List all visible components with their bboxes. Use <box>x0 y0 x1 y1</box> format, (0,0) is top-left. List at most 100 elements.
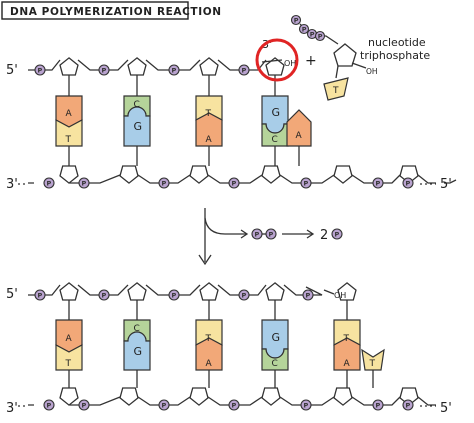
ntp-phosphate-2-label: P <box>302 25 307 33</box>
product-base-1-lower-letter: T <box>65 359 72 369</box>
ntp-oh-bond <box>351 62 367 69</box>
top-base-3-upper-letter: T <box>205 109 212 119</box>
product-lower-phosphate-2-label: P <box>82 402 87 410</box>
product-lower-sugar-5 <box>333 387 353 406</box>
top-lower-phosphate-6 <box>372 177 384 189</box>
oh-bond <box>261 59 283 63</box>
product-base-3-upper-letter: T <box>205 334 212 344</box>
product-lower-phosphate-6 <box>372 399 384 411</box>
product-upper-phosphate-2 <box>98 289 110 301</box>
top-upper-phosphate-4-label: P <box>242 67 247 75</box>
byproduct-p1-label: P <box>255 231 260 239</box>
product-lower-phosphate-3 <box>158 399 170 411</box>
plus-sign: + <box>305 53 317 69</box>
top-strand-backbone <box>28 59 267 71</box>
product-oh-label: OH <box>334 291 346 300</box>
product-base-4-upper-letter: G <box>272 331 281 344</box>
top-lower-phosphate-5 <box>300 177 312 189</box>
product-upper-sugar-1 <box>59 282 79 301</box>
top-upper-sugar-1 <box>59 57 79 76</box>
product-upper-phosphate-5 <box>302 289 314 301</box>
product-3prime-label: 3' <box>6 401 18 416</box>
ntp-phosphate-4-label: P <box>318 32 323 40</box>
product-lower-phosphate-1 <box>43 399 55 411</box>
top-3prime-label: 3' <box>6 177 18 192</box>
top-lower-phosphate-2-label: P <box>82 180 87 188</box>
ntp-phosphate-1-label: P <box>294 16 299 24</box>
product-5prime-right-label: 5' <box>440 401 452 416</box>
product-lower-phosphate-6-label: P <box>376 402 381 410</box>
top-base-3-lower-letter: A <box>206 135 213 145</box>
top-lower-sugar-1 <box>59 165 79 184</box>
product-base-2-upper-letter: C <box>134 324 140 334</box>
byproduct-count: 2 <box>320 228 328 243</box>
top-lower-phosphate-1-label: P <box>47 180 52 188</box>
top-upper-sugar-3 <box>199 57 219 76</box>
product-upper-sugars <box>59 282 357 320</box>
diagram-title: DNA POLYMERIZATION REACTION <box>1 1 222 20</box>
byproduct-arrow-shaft <box>204 217 246 235</box>
product-lower-sugar-4 <box>261 387 281 406</box>
top-lower-phosphate-7 <box>402 177 414 189</box>
product-oh-bond <box>323 289 335 295</box>
product-upper-phosphate-4 <box>238 289 250 301</box>
top-upper-phosphate-4 <box>238 64 250 76</box>
product-lower-phosphate-7-label: P <box>406 402 411 410</box>
product-base-3-lower <box>195 337 223 371</box>
product-base-1-lower <box>55 343 83 371</box>
ntp-phosphate-2 <box>298 23 310 35</box>
bottom-strands <box>28 284 436 406</box>
product-upper-phosphate-1 <box>34 289 46 301</box>
ntp-sugar <box>333 43 357 67</box>
product-lower-sugar-1 <box>59 387 79 406</box>
top-base-4-upper-letter: G <box>272 106 281 119</box>
product-lower-phosphate-7 <box>402 399 414 411</box>
byproduct-p2-label: P <box>269 231 274 239</box>
top-base-1-upper-letter: A <box>66 109 73 119</box>
nucleotide-label-line1: nucleotide <box>368 36 426 49</box>
top-lower-phosphate-5-label: P <box>304 180 309 188</box>
top-lower-sugar-4 <box>261 165 281 184</box>
product-upper-phosphate-3-label: P <box>172 292 177 300</box>
product-base-4-lower <box>261 348 289 371</box>
top-upper-phosphate-1 <box>34 64 46 76</box>
top-base-1-lower <box>55 118 83 147</box>
product-lower-phosphate-3-label: P <box>162 402 167 410</box>
nucleotide-label-line2: triphosphate <box>360 49 430 62</box>
top-lower-phosphate-2 <box>78 177 90 189</box>
product-top-backbone <box>28 284 323 296</box>
product-upper-phosphate-4-label: P <box>242 292 247 300</box>
main-arrow-head <box>198 254 212 266</box>
ntp-base-bond <box>335 65 339 79</box>
product-lower-phosphate-2 <box>78 399 90 411</box>
product-base-5-lower-letter: A <box>344 359 351 369</box>
top-upper-sugars <box>59 57 285 96</box>
top-base-1-lower-letter: T <box>65 135 72 145</box>
product-base-3-lower-letter: A <box>206 359 213 369</box>
growing-3prime-end: 3' OH <box>255 38 299 82</box>
top-upper-phosphate-3 <box>168 64 180 76</box>
product-upper-phosphate-3 <box>168 289 180 301</box>
top-base-2-lower-letter: G <box>134 120 143 133</box>
end-oh-label: OH <box>284 59 296 68</box>
product-lower-phosphate-5 <box>300 399 312 411</box>
product-base-5-lower <box>333 337 361 371</box>
product-upper-sugar-2 <box>127 282 147 301</box>
ntp-base-letter: T <box>332 86 339 96</box>
title-text: DNA POLYMERIZATION REACTION <box>10 6 222 18</box>
top-upper-sugar-2 <box>127 57 147 76</box>
pyrophosphate-arrow-head <box>306 229 315 239</box>
reaction-arrow: P P 2 P <box>198 208 343 266</box>
top-unpaired-letter: A <box>296 131 303 141</box>
top-5prime-label: 5' <box>6 63 18 78</box>
product-upper-phosphate-5-label: P <box>306 292 311 300</box>
top-base-2-lower <box>123 106 151 147</box>
top-5prime-right-label: 5' <box>440 177 452 192</box>
highlight-circle <box>255 38 299 82</box>
product-lower-sugar-2 <box>119 387 139 406</box>
